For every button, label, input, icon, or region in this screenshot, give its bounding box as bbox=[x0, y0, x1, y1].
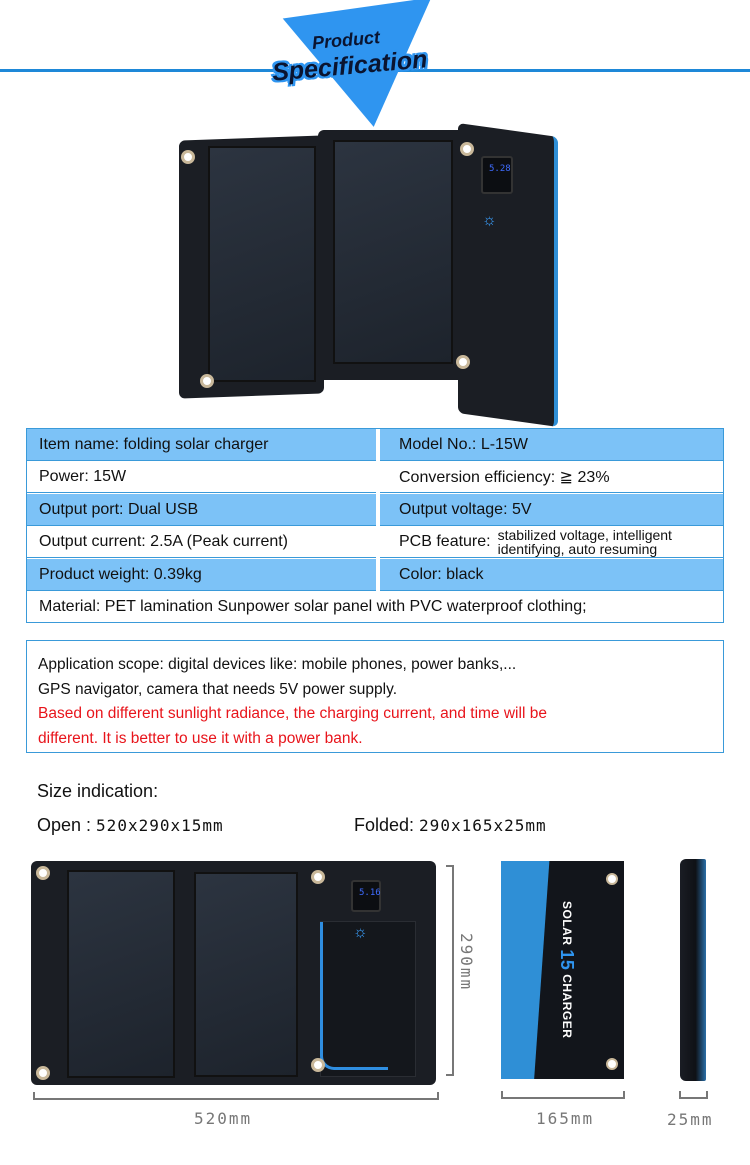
spec-output-port: Output port: Dual USB bbox=[27, 494, 376, 526]
spec-output-current: Output current: 2.5A (Peak current) bbox=[27, 526, 376, 558]
spec-row: Output port: Dual USB Output voltage: 5V bbox=[27, 494, 723, 526]
spec-row: Product weight: 0.39kg Color: black bbox=[27, 559, 723, 591]
spec-pcb-detail: stabilized voltage, intelligent identify… bbox=[498, 528, 672, 556]
warning-line-1: Based on different sunlight radiance, th… bbox=[38, 705, 547, 722]
size-folded-label: Folded: bbox=[354, 815, 420, 835]
dimension-line-open-width bbox=[33, 1092, 439, 1100]
folded-print-15: 15 bbox=[557, 949, 577, 971]
spec-power: Power: 15W bbox=[27, 461, 376, 493]
spec-product-weight: Product weight: 0.39kg bbox=[27, 559, 376, 591]
application-line-2: GPS navigator, camera that needs 5V powe… bbox=[38, 680, 397, 698]
dimension-label-folded-thickness: 25mm bbox=[667, 1110, 714, 1129]
size-folded: Folded: 290x165x25mm bbox=[354, 815, 547, 836]
lcd-reading: 5.28 bbox=[489, 164, 511, 174]
dimension-line-folded-thickness bbox=[679, 1091, 708, 1099]
size-folded-value: 290x165x25mm bbox=[419, 816, 547, 835]
header-rule bbox=[0, 69, 750, 72]
spec-conversion-efficiency: Conversion efficiency: ≧ 23% bbox=[380, 461, 723, 493]
spec-material: Material: PET lamination Sunpower solar … bbox=[27, 591, 723, 622]
spec-row: Output current: 2.5A (Peak current) PCB … bbox=[27, 526, 723, 558]
dimension-label-open-width: 520mm bbox=[194, 1109, 253, 1128]
dimension-line-folded-width bbox=[501, 1091, 625, 1099]
spec-pcb-detail-line1: stabilized voltage, intelligent bbox=[497, 526, 672, 543]
folded-print-charger: CHARGER bbox=[560, 974, 574, 1039]
spec-pcb-label: PCB feature: bbox=[399, 532, 491, 550]
sun-icon: ☼ bbox=[482, 212, 497, 229]
size-indication-title: Size indication: bbox=[37, 781, 159, 801]
spec-row: Power: 15W Conversion efficiency: ≧ 23% bbox=[27, 461, 723, 493]
application-line-1: Application scope: digital devices like:… bbox=[38, 656, 517, 673]
spec-row: Item name: folding solar charger Model N… bbox=[27, 429, 723, 461]
spec-pcb-detail-line2: identifying, auto resuming bbox=[497, 540, 658, 557]
sun-icon: ☼ bbox=[353, 924, 368, 941]
spec-row: Material: PET lamination Sunpower solar … bbox=[27, 591, 723, 622]
spec-table: Item name: folding solar charger Model N… bbox=[26, 428, 724, 623]
size-open-label: Open : bbox=[37, 815, 97, 835]
spec-item-name: Item name: folding solar charger bbox=[27, 429, 376, 461]
dimension-line-open-height bbox=[446, 865, 454, 1076]
spec-pcb-feature: PCB feature: stabilized voltage, intelli… bbox=[380, 526, 723, 558]
lcd-reading: 5.16 bbox=[359, 888, 381, 898]
spec-output-voltage: Output voltage: 5V bbox=[380, 494, 723, 526]
spec-model-no: Model No.: L-15W bbox=[380, 429, 723, 461]
spec-color: Color: black bbox=[380, 559, 723, 591]
warning-line-2: different. It is better to use it with a… bbox=[38, 729, 363, 747]
dimension-label-open-height: 290mm bbox=[457, 933, 476, 992]
product-image-folded-front: SOLAR 15 CHARGER bbox=[501, 861, 624, 1079]
dimension-label-folded-width: 165mm bbox=[536, 1109, 595, 1128]
folded-print: SOLAR 15 CHARGER bbox=[556, 901, 577, 1038]
product-image-folded-side bbox=[680, 859, 706, 1081]
application-scope-box: Application scope: digital devices like:… bbox=[26, 640, 724, 753]
size-open-value: 520x290x15mm bbox=[96, 816, 224, 835]
folded-print-solar: SOLAR bbox=[560, 901, 574, 946]
size-open: Open : 520x290x15mm bbox=[37, 815, 224, 836]
